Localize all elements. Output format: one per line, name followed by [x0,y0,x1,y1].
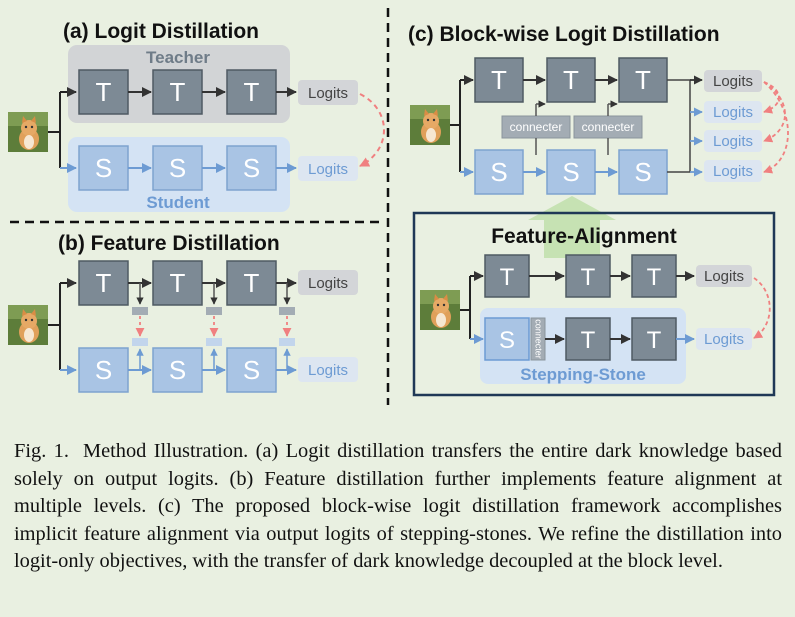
teacher-block-label: T [244,77,260,107]
teacher-block [226,69,277,115]
student-block-label: S [490,157,507,187]
teacher-block-label: T [581,264,596,291]
figure-canvas: (a) Logit Distillation Teacher Student T… [8,8,789,405]
teacher-logits-box [298,270,358,295]
student-block [78,145,129,191]
student-block-label: S [95,153,112,183]
student-block [152,347,203,393]
student-block [474,149,524,195]
teacher-block [631,254,677,298]
teacher-logits-box [696,265,752,287]
student-block-label: S [243,153,260,183]
cat-image [8,112,48,152]
student-block-label: S [634,157,651,187]
student-block [152,145,203,191]
logits-label: Logits [713,163,753,180]
teacher-block [631,317,677,361]
stone-logits-box [696,328,752,350]
teacher-logits-label: Logits [704,268,744,285]
teacher-block [546,57,596,103]
teacher-block [565,254,611,298]
student-block-label: S [169,153,186,183]
cat-image [420,290,460,330]
panel-c: (c) Block-wise Logit Distillation T T T … [408,23,789,397]
distill-arrow [359,93,385,167]
teacher-block-label: T [563,65,579,95]
distill-arrow [763,81,786,143]
teacher-block [152,260,203,306]
logits-box [704,160,762,182]
input-split-lines [48,91,72,169]
student-block-label: S [243,355,260,385]
teacher-block [78,69,129,115]
student-block-label: S [499,327,515,354]
teacher-block-label: T [491,65,507,95]
logits-box [704,70,762,92]
feature-alignment-inset [412,211,776,397]
feature-taps [132,283,295,370]
student-logits-label: Logits [308,362,348,379]
teacher-block-label: T [96,268,112,298]
logits-label: Logits [713,104,753,121]
teacher-block-label: T [96,77,112,107]
teacher-block-label: T [581,327,596,354]
teacher-logits-label: Logits [308,275,348,292]
teacher-block-label: T [647,327,662,354]
figure-caption: Fig. 1.Method Illustration. (a) Logit di… [14,438,782,576]
teacher-label: Teacher [146,48,210,67]
student-block [226,347,277,393]
teacher-logits-box [298,80,358,105]
distill-arrow [763,81,789,174]
distill-arrow [753,277,771,339]
connecter-label: connecter [510,120,563,134]
input-split-lines [48,283,61,370]
connecter-label: connecter [534,319,544,359]
teacher-logits-label: Logits [308,85,348,102]
caption-text: Method Illustration. (a) Logit distillat… [14,440,782,572]
stone-logits-label: Logits [704,331,744,348]
teacher-block-label: T [500,264,515,291]
teacher-block-label: T [244,268,260,298]
logits-box [704,130,762,152]
input-split-lines [450,80,461,172]
student-block-label: S [562,157,579,187]
feature-alignment-title: Feature-Alignment [491,225,677,248]
student-logits-box [298,357,358,382]
student-block-label: S [169,355,186,385]
cat-image [8,305,48,345]
student-logits-label: Logits [308,161,348,178]
teacher-block-label: T [170,268,186,298]
teacher-block [152,69,203,115]
teacher-block [565,317,611,361]
caption-label: Fig. 1. [14,440,69,462]
stepping-stone-label: Stepping-Stone [520,365,646,384]
logits-box [704,101,762,123]
panel-a: (a) Logit Distillation Teacher Student T… [8,20,385,212]
student-label: Student [146,193,210,212]
teacher-block-label: T [635,65,651,95]
student-block-label: S [95,355,112,385]
teacher-block [618,57,668,103]
panel-a-title: (a) Logit Distillation [63,20,259,43]
teacher-block-label: T [647,264,662,291]
teacher-block-label: T [170,77,186,107]
panel-b: (b) Feature Distillation T T T Logits S … [8,232,358,393]
student-block [546,149,596,195]
logits-label: Logits [713,73,753,90]
panel-b-title: (b) Feature Distillation [58,232,280,255]
green-up-arrow [528,196,616,258]
teacher-block [474,57,524,103]
logits-label: Logits [713,133,753,150]
output-routing [667,79,691,173]
student-logits-box [298,156,358,181]
student-block [484,317,530,361]
panel-c-title: (c) Block-wise Logit Distillation [408,23,720,46]
teacher-block [78,260,129,306]
input-split-lines [460,276,471,339]
cat-image [410,105,450,145]
student-block [78,347,129,393]
connecter-label: connecter [582,120,635,134]
